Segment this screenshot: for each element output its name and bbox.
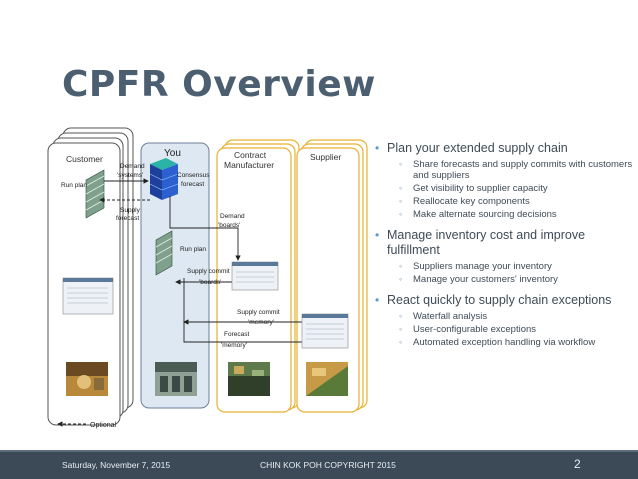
contract-photo <box>228 362 270 396</box>
bullet-dot-icon: • <box>375 293 380 307</box>
bullet-list: • Plan your extended supply chain ◦ Share f… <box>375 141 633 350</box>
sub-bullet-item: ◦ Reallocate key components <box>399 196 633 207</box>
consensus-label-1: Consensus <box>177 172 210 179</box>
footer-copyright: CHIN KOK POH COPYRIGHT 2015 <box>260 460 396 470</box>
contract-lane-label-1: Contract <box>234 150 267 160</box>
supply-forecast-label-2: forecast <box>116 215 139 222</box>
sub-bullet-ring-icon: ◦ <box>399 209 403 219</box>
customer-screenshot <box>62 277 114 315</box>
supplier-screenshot <box>301 313 349 349</box>
footer-date: Saturday, November 7, 2015 <box>62 460 171 470</box>
sub-bullet-text: Waterfall analysis <box>413 311 488 322</box>
sub-bullet-item: ◦ Manage your customers' inventory <box>399 274 633 285</box>
you-lane-label: You <box>164 148 181 159</box>
sub-bullet-text: Get visibility to supplier capacity <box>413 183 548 194</box>
bullet-text: React quickly to supply chain exceptions <box>387 293 612 307</box>
sub-bullet-item: ◦ User-configurable exceptions <box>399 324 633 335</box>
sub-bullet-ring-icon: ◦ <box>399 274 403 284</box>
page-number: 2 <box>574 457 581 471</box>
supply-commit-boards-label-2: 'boards' <box>199 279 221 286</box>
demand-systems-label-1: Demand <box>120 163 145 170</box>
sub-bullet-text: Manage your customers' inventory <box>413 274 558 285</box>
bullet-item: • Manage inventory cost and improve fulfi… <box>375 228 633 285</box>
supply-commit-memory-label-1: Supply commit <box>237 309 280 316</box>
demand-boards-label-2: 'boards' <box>218 222 240 229</box>
optional-legend: Optional <box>57 421 117 429</box>
sub-bullet-list: ◦ Waterfall analysis ◦ User-configurable ex… <box>387 311 633 348</box>
supplier-lane-label: Supplier <box>310 152 341 162</box>
customer-lane: Customer <box>47 127 134 426</box>
sub-bullet-text: Automated exception handling via workflo… <box>413 337 596 348</box>
you-plan-icon <box>155 230 173 276</box>
sub-bullet-text: Suppliers manage your inventory <box>413 261 552 272</box>
sub-bullet-item: ◦ Get visibility to supplier capacity <box>399 183 633 194</box>
sub-bullet-ring-icon: ◦ <box>399 261 403 271</box>
forecast-memory-label-2: 'memory' <box>221 342 247 349</box>
contract-lane-label-2: Manufacturer <box>224 160 274 170</box>
customer-run-plan-label: Run plan <box>61 182 87 189</box>
you-photo <box>155 362 197 396</box>
sub-bullet-ring-icon: ◦ <box>399 183 403 193</box>
sub-bullet-ring-icon: ◦ <box>399 311 403 321</box>
sub-bullet-item: ◦ Suppliers manage your inventory <box>399 261 633 272</box>
sub-bullet-text: Share forecasts and supply commits with … <box>413 159 633 181</box>
forecast-memory-arrow <box>183 278 319 345</box>
sub-bullet-ring-icon: ◦ <box>399 196 403 206</box>
sub-bullet-list: ◦ Suppliers manage your inventory ◦ Manage … <box>387 261 633 285</box>
consensus-forecast-cube <box>149 158 179 200</box>
customer-lane-label: Customer <box>66 154 103 164</box>
sub-bullet-text: Make alternate sourcing decisions <box>413 209 557 220</box>
sub-bullet-ring-icon: ◦ <box>399 324 403 334</box>
customer-photo <box>66 362 108 396</box>
sub-bullet-item: ◦ Waterfall analysis <box>399 311 633 322</box>
consensus-label-2: forecast <box>181 181 204 188</box>
bullet-dot-icon: • <box>375 228 380 242</box>
forecast-memory-label-1: Forecast <box>224 331 249 338</box>
demand-systems-label-2: 'systems' <box>117 172 143 179</box>
sub-bullet-ring-icon: ◦ <box>399 337 403 347</box>
supply-forecast-label-1: Supply <box>120 207 141 214</box>
supply-commit-memory-label-2: 'memory' <box>248 319 274 326</box>
sub-bullet-list: ◦ Share forecasts and supply commits with… <box>387 159 633 220</box>
bullet-dot-icon: • <box>375 141 380 155</box>
bullet-item: • React quickly to supply chain exception… <box>375 293 633 348</box>
sub-bullet-text: User-configurable exceptions <box>413 324 537 335</box>
sub-bullet-item: ◦ Automated exception handling via workfl… <box>399 337 633 348</box>
supply-commit-boards-label-1: Supply commit <box>187 268 230 275</box>
you-run-plan-label: Run plan <box>180 246 206 253</box>
footer: Saturday, November 7, 2015 CHIN KOK POH … <box>0 450 638 479</box>
sub-bullet-item: ◦ Share forecasts and supply commits with… <box>399 159 633 181</box>
slide-title: CPFR Overview <box>62 64 376 105</box>
optional-label: Optional <box>90 422 117 429</box>
demand-boards-arrow <box>169 196 241 261</box>
contract-screenshot <box>231 261 279 291</box>
demand-boards-label-1: Demand <box>220 213 245 220</box>
sub-bullet-ring-icon: ◦ <box>399 159 403 169</box>
footer-edge <box>0 450 638 452</box>
bullet-text: Plan your extended supply chain <box>387 141 568 155</box>
customer-plan-icon <box>85 169 105 219</box>
sub-bullet-item: ◦ Make alternate sourcing decisions <box>399 209 633 220</box>
bullet-text: Manage inventory cost and improve fulfil… <box>387 228 586 257</box>
supplier-photo <box>306 362 348 396</box>
sub-bullet-text: Reallocate key components <box>413 196 530 207</box>
bullet-item: • Plan your extended supply chain ◦ Share f… <box>375 141 633 220</box>
